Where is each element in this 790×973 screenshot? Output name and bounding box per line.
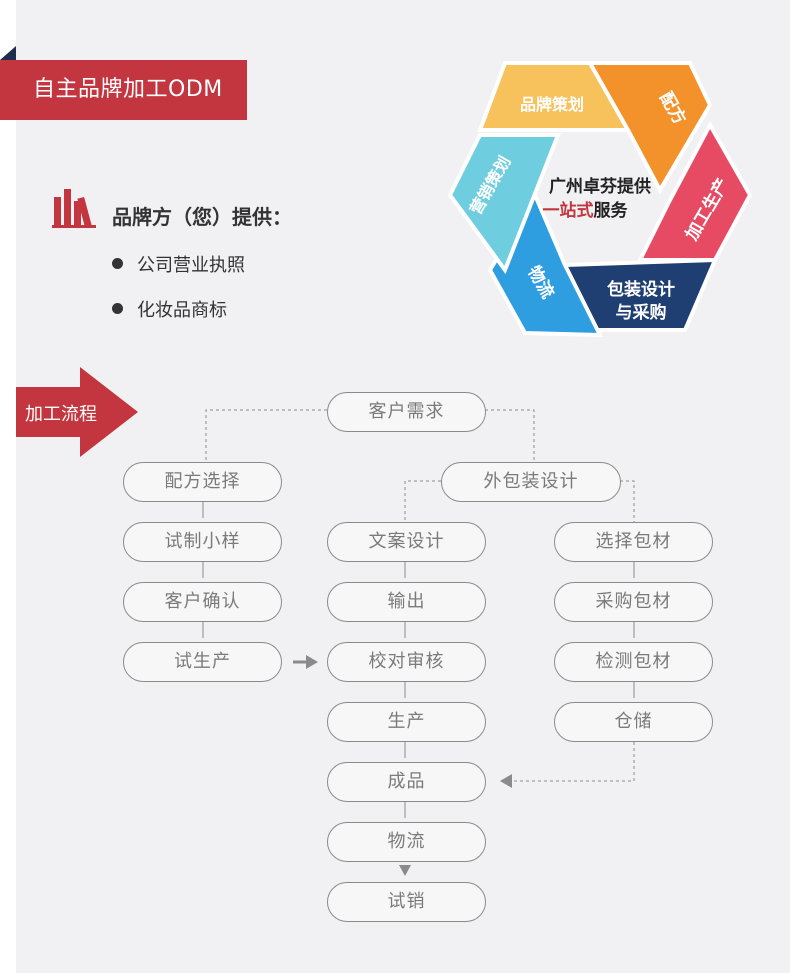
flow-node-design: 文案设计: [327, 522, 486, 562]
provider-title: 品牌方（您）提供：: [112, 205, 292, 229]
flow-node-formula: 试生产: [123, 642, 282, 682]
flow-node-packaging-design: 外包装设计: [441, 462, 621, 502]
flow-node-customer-demand: 客户需求: [327, 392, 486, 432]
arrow-to-finished-icon: [500, 774, 512, 788]
center-line-2: 一站式服务: [543, 200, 629, 221]
process-arrow-shape: [16, 367, 138, 457]
segment-packaging-label-1: 包装设计: [607, 279, 675, 300]
service-wheel: 品牌策划 配方 加工生产 包装设计 与采购 物流 营销策划 广州卓芬提供 一站式…: [447, 61, 753, 338]
flow-node-design: 生产: [327, 702, 486, 742]
flow-node-material: 采购包材: [554, 582, 713, 622]
flow-node-design: 校对审核: [327, 642, 486, 682]
center-highlight: 一站式: [543, 200, 594, 221]
flow-node-design: 成品: [327, 762, 486, 802]
segment-marketing: [447, 133, 561, 275]
books-icon: [52, 189, 96, 228]
arrow-right-icon: [293, 655, 318, 669]
process-label: 加工流程: [25, 404, 97, 425]
provider-item-label: 化妆品商标: [137, 300, 227, 321]
provider-item: 公司营业执照: [112, 251, 245, 277]
flow-node-formula: 客户确认: [123, 582, 282, 622]
bullet-dot: [112, 303, 123, 314]
segment-brand-label: 品牌策划: [520, 95, 584, 114]
segment-formula: [586, 61, 713, 195]
section-title: 自主品牌加工ODM: [0, 60, 247, 120]
center-line-1: 广州卓芬提供: [549, 176, 651, 197]
bullet-dot: [112, 258, 123, 269]
flow-node-material: 选择包材: [554, 522, 713, 562]
provider-item-label: 公司营业执照: [137, 255, 245, 276]
segment-packaging-label-2: 与采购: [616, 302, 667, 323]
flow-node-formula: 试制小样: [123, 522, 282, 562]
provider-item: 化妆品商标: [112, 296, 227, 322]
title-ribbon-fold: [0, 46, 16, 60]
center-suffix: 服务: [594, 200, 629, 221]
flow-node-material: 检测包材: [554, 642, 713, 682]
flow-node-material: 仓储: [554, 702, 713, 742]
flow-node-design: 输出: [327, 582, 486, 622]
flow-node-formula: 配方选择: [123, 462, 282, 502]
flow-node-design: 物流: [327, 822, 486, 862]
flow-node-design: 试销: [327, 882, 486, 922]
arrow-down-icon: [399, 865, 411, 876]
